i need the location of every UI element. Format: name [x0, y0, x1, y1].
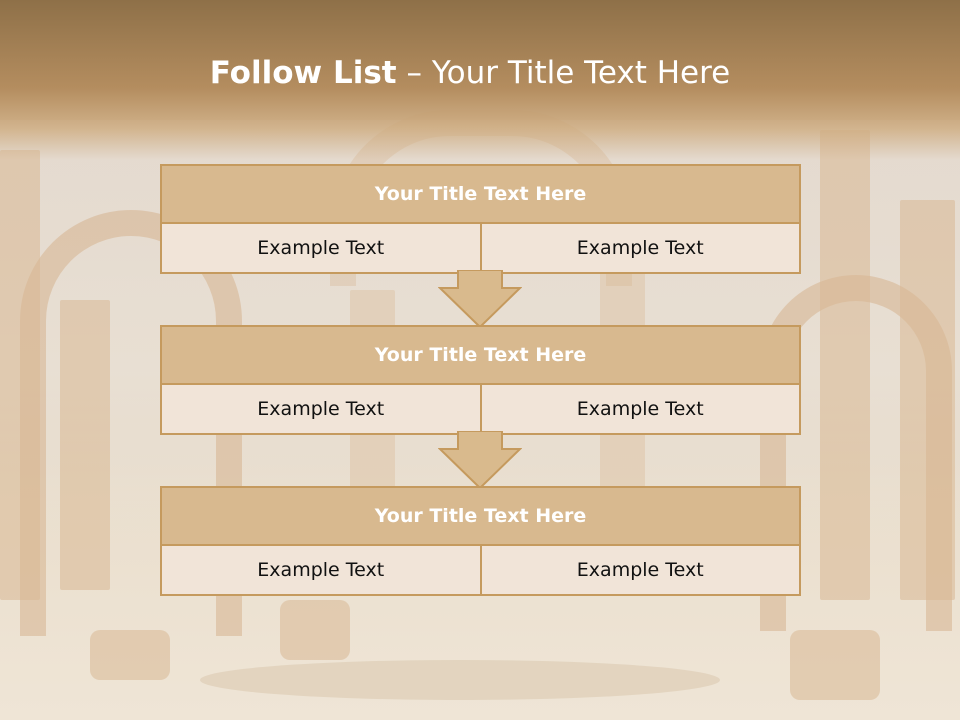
- down-arrow-icon: [438, 431, 522, 489]
- page-title-bold: Follow List: [209, 55, 397, 91]
- step-box-3: Your Title Text Here Example Text Exampl…: [160, 486, 801, 596]
- step-cell-right: Example Text: [479, 385, 799, 433]
- step-cell-right: Example Text: [479, 546, 799, 594]
- background-stone: [90, 630, 170, 680]
- background-column: [820, 130, 870, 600]
- step-title: Your Title Text Here: [162, 327, 799, 383]
- background-column: [900, 200, 955, 600]
- page-title-rest: – Your Title Text Here: [406, 55, 731, 91]
- down-arrow-icon: [438, 270, 522, 328]
- step-title: Your Title Text Here: [162, 166, 799, 222]
- step-row: Example Text Example Text: [162, 383, 799, 433]
- background-stone: [280, 600, 350, 660]
- step-cell-left: Example Text: [162, 224, 480, 272]
- step-box-2: Your Title Text Here Example Text Exampl…: [160, 325, 801, 435]
- step-row: Example Text Example Text: [162, 222, 799, 272]
- background-stone: [790, 630, 880, 700]
- step-title: Your Title Text Here: [162, 488, 799, 544]
- background-shadow: [200, 660, 720, 700]
- page-title: Follow List – Your Title Text Here: [0, 55, 940, 91]
- background-column: [60, 300, 110, 590]
- step-row: Example Text Example Text: [162, 544, 799, 594]
- step-cell-left: Example Text: [162, 546, 480, 594]
- background-column: [0, 150, 40, 600]
- step-box-1: Your Title Text Here Example Text Exampl…: [160, 164, 801, 274]
- header-band: [0, 0, 960, 160]
- step-cell-right: Example Text: [479, 224, 799, 272]
- step-cell-left: Example Text: [162, 385, 480, 433]
